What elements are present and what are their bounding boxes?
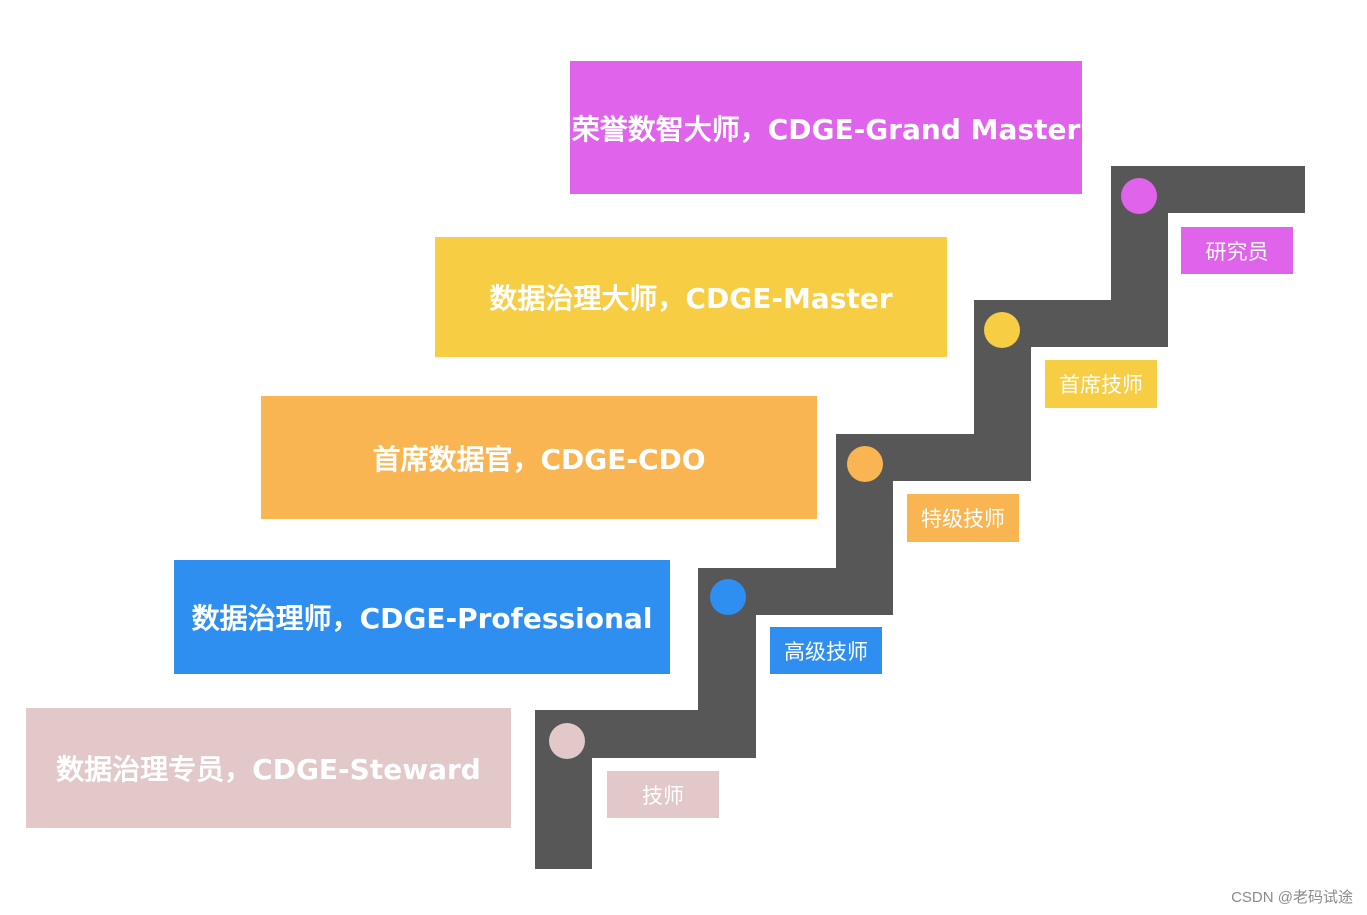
- tag-chief-technician: 首席技师: [1045, 360, 1157, 408]
- level-title-master: 数据治理大师，CDGE-Master: [489, 282, 893, 315]
- tag-label-technician: 技师: [642, 783, 684, 808]
- watermark: CSDN @老码试途: [1231, 889, 1353, 906]
- level-title-grand-master: 荣誉数智大师，CDGE-Grand Master: [571, 112, 1081, 146]
- level-box-cdo: 首席数据官，CDGE-CDO: [261, 396, 817, 519]
- step-dot-grand-master: [1121, 178, 1157, 214]
- step-dot-steward: [549, 723, 585, 759]
- tag-special-technician: 特级技师: [907, 494, 1019, 542]
- staircase-shape: [535, 166, 1305, 869]
- step-dot-cdo: [847, 446, 883, 482]
- tag-label-senior-technician: 高级技师: [784, 639, 868, 664]
- step-dot-master: [984, 312, 1020, 348]
- level-title-steward: 数据治理专员，CDGE-Steward: [56, 753, 481, 786]
- tag-technician: 技师: [607, 771, 719, 818]
- level-box-professional: 数据治理师，CDGE-Professional: [174, 560, 670, 674]
- tag-label-special-technician: 特级技师: [921, 507, 1005, 531]
- level-title-professional: 数据治理师，CDGE-Professional: [191, 602, 653, 635]
- level-box-master: 数据治理大师，CDGE-Master: [435, 237, 947, 357]
- tag-label-chief-technician: 首席技师: [1059, 373, 1143, 397]
- step-dot-professional: [710, 579, 746, 615]
- level-title-cdo: 首席数据官，CDGE-CDO: [372, 442, 706, 476]
- level-box-grand-master: 荣誉数智大师，CDGE-Grand Master: [570, 61, 1082, 194]
- level-box-steward: 数据治理专员，CDGE-Steward: [26, 708, 511, 828]
- tag-researcher: 研究员: [1181, 227, 1293, 274]
- tag-senior-technician: 高级技师: [770, 627, 882, 674]
- tag-label-researcher: 研究员: [1205, 239, 1269, 264]
